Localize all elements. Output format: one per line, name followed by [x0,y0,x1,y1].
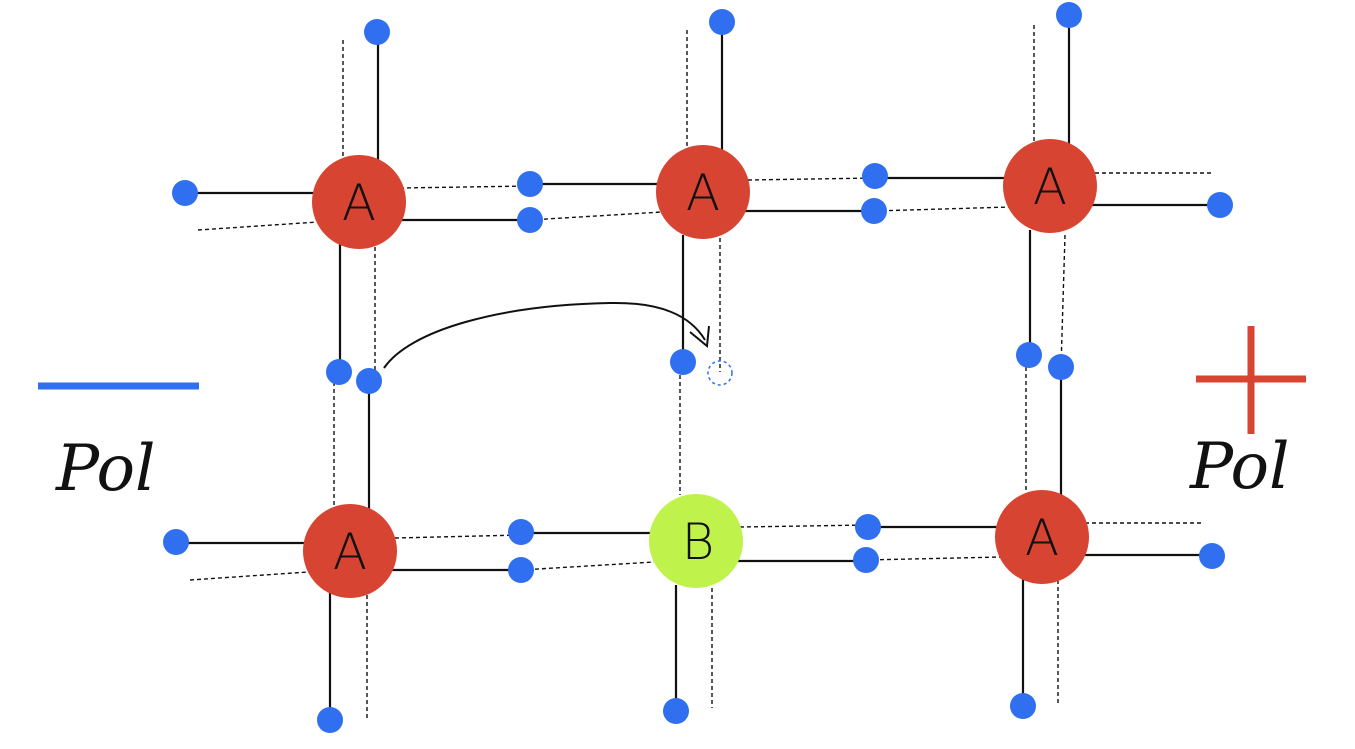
electron [508,557,534,583]
atom-label: A [686,164,720,222]
dashed-bonds [189,25,1212,718]
electron [862,163,888,189]
atoms: A A A A B A [303,139,1097,598]
electron [508,519,534,545]
electron [1010,693,1036,719]
electron [663,698,689,724]
negative-pole-label: Pol [55,432,155,506]
atom-circle [649,494,743,588]
atom-circle [303,504,397,598]
atom-a: A [995,490,1089,584]
atom-a: A [656,145,750,239]
electron [1199,543,1225,569]
jump-arrow-path [383,301,706,369]
atom-a: A [303,504,397,598]
atom-label: A [333,523,367,581]
atom-a: A [1003,139,1097,233]
atom-label: A [1025,509,1059,567]
electron [855,514,881,540]
atom-circle [1003,139,1097,233]
positive-pole: Pol [1189,326,1306,504]
electron [517,171,543,197]
electron [364,19,390,45]
electron [356,368,382,394]
electron [163,529,189,555]
solid-bonds [176,15,1220,720]
electron [1016,342,1042,368]
negative-pole: Pol [38,382,199,506]
atom-circle [312,155,406,249]
atom-label: A [342,174,376,232]
electron [1207,192,1233,218]
electron [670,349,696,375]
electron-jump-arrow [383,301,710,369]
atom-label: A [1033,158,1067,216]
electron [172,180,198,206]
atom-circle [995,490,1089,584]
electron [326,359,352,385]
electron-hole [707,360,733,386]
electron [853,547,879,573]
atom-label: B [682,513,715,571]
electrons [163,2,1233,733]
jump-arrow-head [689,325,710,348]
positive-pole-label: Pol [1189,430,1289,504]
atom-a: A [312,155,406,249]
electron [1056,2,1082,28]
electron [709,9,735,35]
electron [1048,354,1074,380]
electron [861,198,887,224]
electron [517,207,543,233]
electron [317,707,343,733]
atom-circle [656,145,750,239]
atom-b: B [649,494,743,588]
